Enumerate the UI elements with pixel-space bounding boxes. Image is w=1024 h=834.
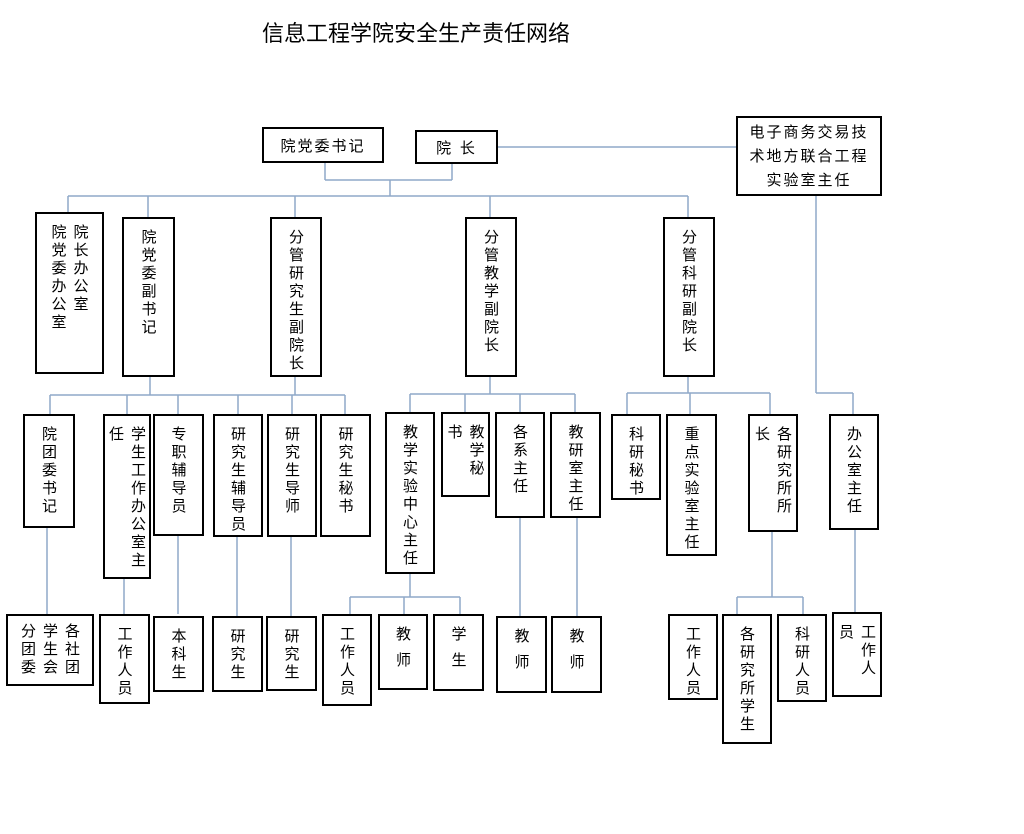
node-researchers: 科研人员 [777, 614, 827, 702]
node-teaching-lab-director: 教学实验中心主任 [385, 412, 435, 574]
node-key-lab-director: 重点实验室主任 [666, 414, 717, 556]
node-office: 院长办公室 院党委办公室 [35, 212, 104, 374]
node-party-secretary: 院党委书记 [262, 127, 384, 163]
node-dean: 院 长 [415, 130, 498, 164]
node-undergraduates: 本科生 [153, 616, 204, 692]
node-staff-b: 工作人员 [322, 614, 372, 706]
node-lab-director: 电子商务交易技 术地方联合工程 实验室主任 [736, 116, 882, 196]
node-student-affairs-director: 学生工作办公室主任 [103, 414, 151, 579]
node-teachers-c: 教 师 [551, 616, 602, 693]
node-department-heads: 各系主任 [495, 412, 545, 518]
node-grad-vice-dean: 分管研究生副院长 [270, 217, 322, 377]
node-teaching-office-director: 教研室主任 [550, 412, 601, 518]
node-institute-students: 各研究所学生 [722, 614, 772, 744]
node-full-time-counselor: 专职辅导员 [153, 414, 204, 536]
node-institute-heads: 各研究所所长 [748, 414, 798, 532]
node-teachers-a: 教 师 [378, 614, 428, 690]
node-deputy-party-secretary: 院党委副书记 [122, 217, 175, 377]
node-grad-students-a: 研究生 [212, 616, 263, 692]
node-teaching-secretary: 教学秘书 [441, 412, 490, 497]
node-office-director: 办公室主任 [829, 414, 879, 530]
node-grad-secretary: 研究生秘书 [320, 414, 371, 537]
node-staff-c: 工作人员 [668, 614, 718, 700]
node-youth-league-secretary: 院团委书记 [23, 414, 75, 528]
node-grad-counselor: 研究生辅导员 [213, 414, 263, 537]
chart-title: 信息工程学院安全生产责任网络 [262, 22, 571, 47]
node-grad-students-b: 研究生 [266, 616, 317, 691]
node-grad-advisor: 研究生导师 [267, 414, 317, 537]
node-teaching-vice-dean: 分管教学副院长 [465, 217, 517, 377]
node-staff-a: 工作人员 [99, 614, 150, 704]
node-league-branches: 各社团 学生会 分团委 [6, 614, 94, 686]
node-research-secretary: 科研秘书 [611, 414, 661, 500]
node-staff-d: 工作人员 [832, 612, 882, 697]
node-teachers-b: 教 师 [496, 616, 547, 693]
node-students: 学 生 [433, 614, 484, 691]
node-research-vice-dean: 分管科研副院长 [663, 217, 715, 377]
